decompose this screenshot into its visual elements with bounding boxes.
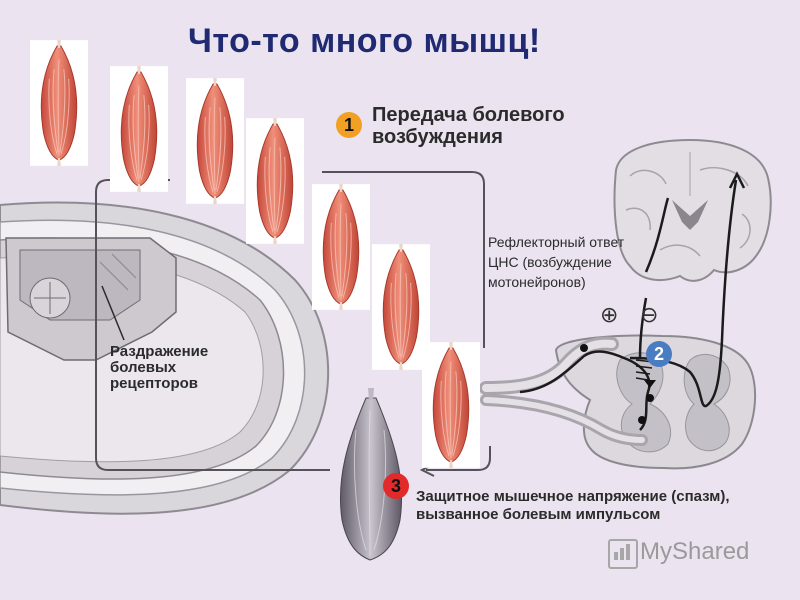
watermark-frame-icon — [608, 539, 638, 569]
muscle-1 — [30, 40, 88, 166]
watermark-logo-icon — [614, 544, 630, 560]
trunk-cross-section — [0, 201, 330, 515]
spasm-label: Защитное мышечное напряжение (спазм), вы… — [416, 488, 730, 523]
neuron-body — [638, 416, 646, 424]
brain-section — [613, 138, 772, 282]
muscle-3 — [186, 78, 244, 204]
neuron-arrow — [644, 380, 656, 388]
pointer-line — [101, 285, 125, 341]
step-1-badge: 1 — [336, 112, 362, 138]
step-3-badge: 3 — [383, 473, 409, 499]
page-title: Что-то много мышц! — [188, 22, 541, 60]
excitation-plus-icon: ⊕ — [600, 302, 619, 327]
muscle-4 — [246, 118, 304, 244]
step-2-badge: 2 — [646, 341, 672, 367]
inhibition-minus-icon: ⊖ — [640, 302, 659, 327]
watermark-text: MyShared — [640, 538, 750, 565]
muscle-7 — [422, 342, 480, 468]
muscle-5 — [312, 184, 370, 310]
neuron-body — [646, 394, 654, 402]
neuron-body — [580, 344, 588, 352]
receptor-irritation-label: Раздражение болевых рецепторов — [110, 343, 209, 392]
muscle-2 — [110, 66, 168, 192]
reflex-response-label: Рефлекторный ответ ЦНС (возбуждение мото… — [488, 234, 625, 290]
spasm-muscle — [339, 388, 403, 561]
muscle-6 — [372, 244, 430, 370]
pathway-lines — [95, 171, 491, 477]
step-1-label: Передача болевого возбуждения — [372, 104, 565, 148]
neural-pathway — [519, 171, 746, 431]
spinal-cord-section — [479, 334, 757, 470]
